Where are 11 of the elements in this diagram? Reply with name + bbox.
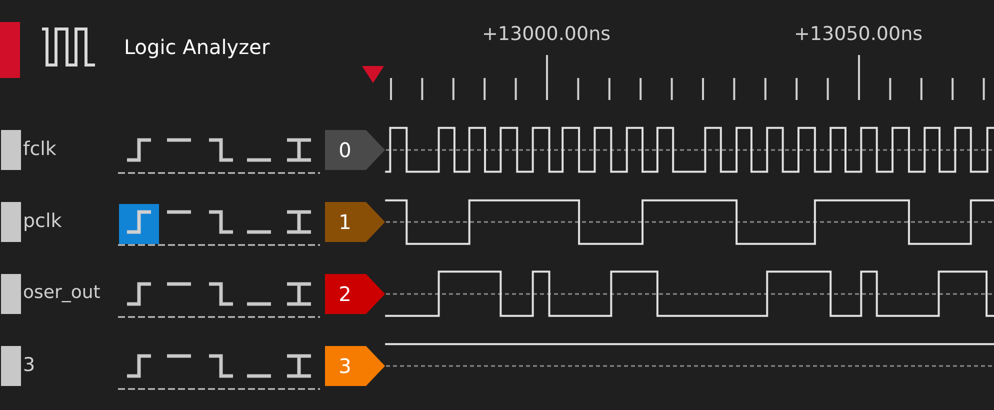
channel-tag: 3 (325, 346, 385, 386)
channel-tag: 0 (325, 130, 385, 170)
channel-name: fclk (23, 140, 56, 159)
time-label: +13050.00ns (794, 25, 923, 44)
channel-tag: 2 (325, 274, 385, 314)
channel-name: oser_out (23, 284, 100, 302)
time-label: +13000.00ns (482, 25, 611, 44)
channel-name: 3 (23, 356, 36, 375)
channel-name: pclk (23, 212, 62, 231)
app-title: Logic Analyzer (124, 37, 270, 57)
channel-tag: 1 (325, 202, 385, 242)
